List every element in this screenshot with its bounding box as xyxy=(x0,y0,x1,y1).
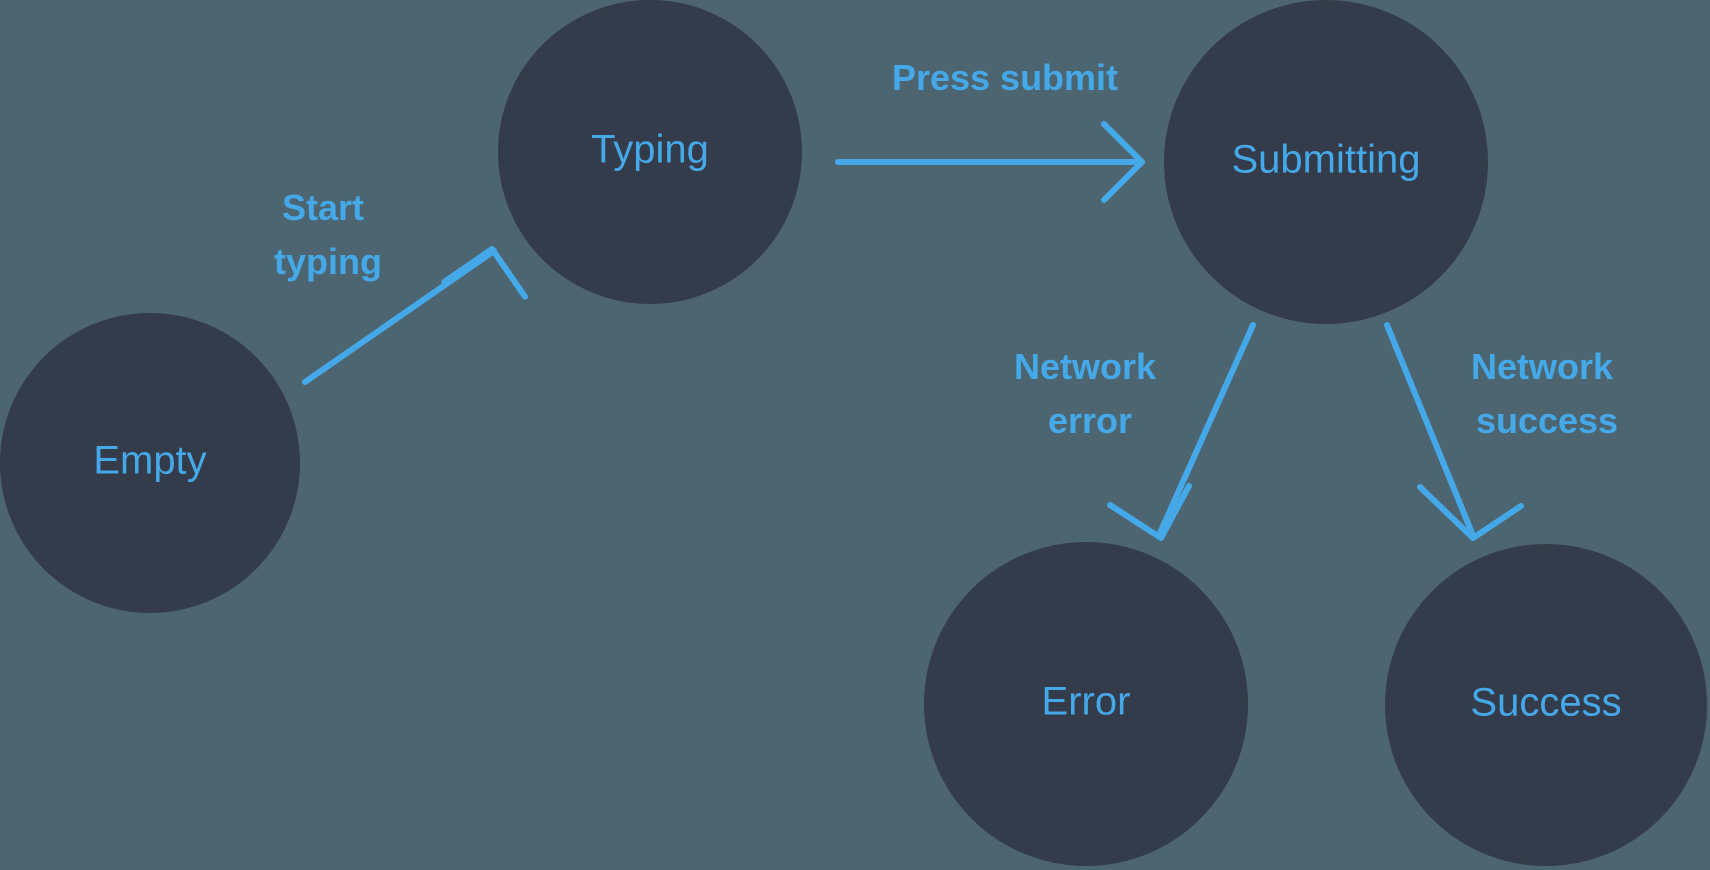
node-submitting-label: Submitting xyxy=(1232,138,1421,182)
edge-submitting-to-error-arrowhead xyxy=(1107,483,1192,541)
edge-label-start-typing-line-1: Start xyxy=(282,187,364,228)
edge-empty-to-typing-arrowhead xyxy=(441,245,529,300)
node-error-circle[interactable] xyxy=(924,542,1248,866)
node-empty[interactable]: Empty xyxy=(0,313,300,613)
edge-label-network-error: Network error xyxy=(1014,346,1166,441)
edge-typing-to-submitting xyxy=(835,121,1145,203)
edge-submitting-to-error-line xyxy=(1157,322,1256,536)
edge-typing-to-submitting-arrowhead xyxy=(1101,121,1145,203)
edge-label-start-typing: Start typing xyxy=(274,187,382,282)
node-typing-label: Typing xyxy=(591,128,709,172)
edge-label-press-submit: Press submit xyxy=(892,57,1118,98)
node-typing-circle[interactable] xyxy=(498,0,802,304)
node-submitting[interactable]: Submitting xyxy=(1164,0,1488,324)
edge-label-network-success-line-2: success xyxy=(1476,400,1618,441)
node-success[interactable]: Success xyxy=(1385,544,1707,866)
node-success-circle[interactable] xyxy=(1385,544,1707,866)
node-typing[interactable]: Typing xyxy=(498,0,802,304)
edge-submitting-to-success-line xyxy=(1384,322,1475,536)
node-success-label: Success xyxy=(1470,681,1621,725)
edge-label-network-success-line-1: Network xyxy=(1471,346,1614,387)
edge-submitting-to-success xyxy=(1384,322,1524,541)
node-error-label: Error xyxy=(1042,680,1131,724)
node-empty-label: Empty xyxy=(93,439,206,483)
node-error[interactable]: Error xyxy=(924,542,1248,866)
node-submitting-circle[interactable] xyxy=(1164,0,1488,324)
edge-empty-to-typing xyxy=(302,245,529,385)
edge-submitting-to-error xyxy=(1107,322,1256,541)
edge-label-network-error-line-2: error xyxy=(1048,400,1132,441)
edge-label-network-success: Network success xyxy=(1471,346,1623,441)
edge-label-start-typing-line-2: typing xyxy=(274,241,382,282)
node-empty-circle[interactable] xyxy=(0,313,300,613)
edge-label-network-error-line-1: Network xyxy=(1014,346,1157,387)
edge-submitting-to-success-arrowhead xyxy=(1417,484,1524,541)
edge-label-press-submit-line-1: Press submit xyxy=(892,57,1118,98)
